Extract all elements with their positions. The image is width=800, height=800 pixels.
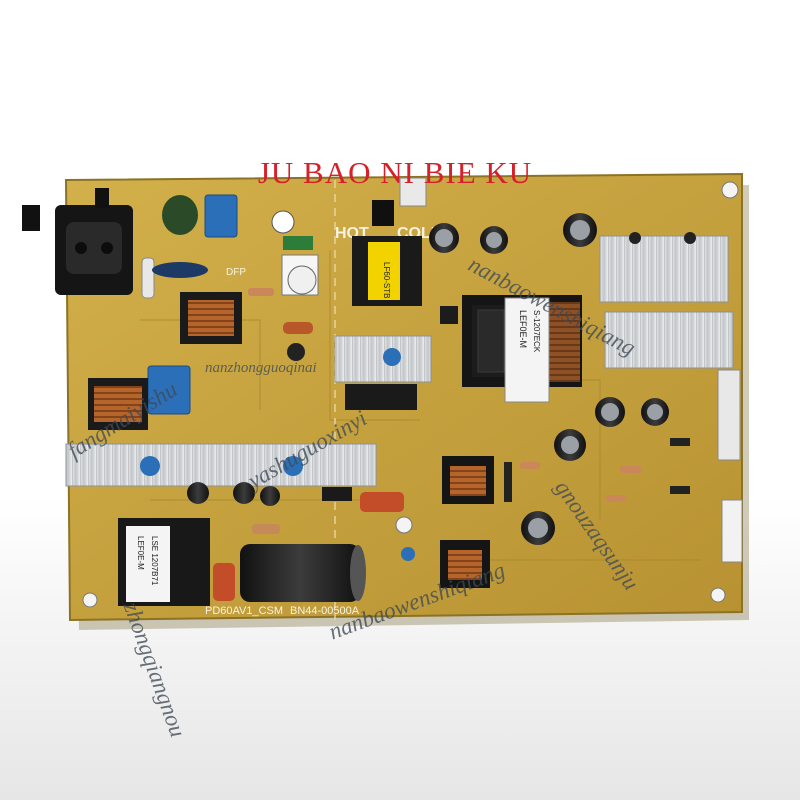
main-transformer: LEF0E-M S-1207ECK (462, 295, 582, 403)
svg-text:LF60-STB: LF60-STB (382, 262, 391, 298)
standby-transformer: LF60-STB (352, 236, 422, 306)
heatsink-right-2 (604, 311, 734, 369)
output-choke-1 (442, 456, 494, 504)
heatsink-bottom (65, 443, 377, 487)
choke-1 (180, 292, 242, 344)
svg-text:S-1207ECK: S-1207ECK (532, 310, 541, 353)
pfc-transformer: LEF0E-M LSE 1207B71 (118, 518, 210, 606)
svg-text:PD60AV1_CSM: PD60AV1_CSM (205, 605, 283, 617)
watermark-diagonal: nanzhongguoqinai (205, 360, 317, 376)
watermark-top: JU BAO NI BIE KU (257, 155, 533, 190)
svg-text:BN44-00500A: BN44-00500A (290, 605, 360, 617)
choke-2 (88, 378, 148, 430)
svg-text:LEF0E-M: LEF0E-M (518, 310, 528, 348)
output-choke-2 (440, 540, 490, 588)
svg-text:DFP: DFP (226, 267, 246, 278)
bulk-capacitor (240, 544, 366, 602)
ac-inlet (22, 188, 133, 295)
heatsink-center (334, 335, 432, 383)
heatsink-right-1 (599, 235, 729, 303)
svg-text:LEF0E-M: LEF0E-M (136, 536, 145, 570)
caps-top (429, 213, 597, 254)
svg-text:LSE 1207B71: LSE 1207B71 (150, 536, 159, 586)
